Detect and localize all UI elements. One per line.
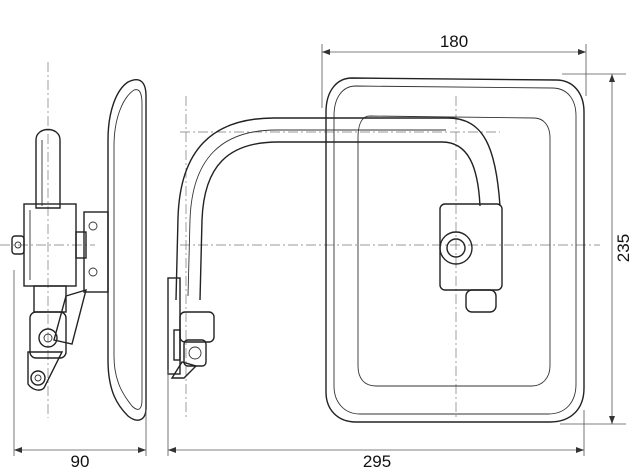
side-lower-joint-hole (43, 333, 53, 343)
side-foot-bracket (27, 351, 64, 391)
dim-top-label-bg (428, 28, 480, 50)
front-mirror-mount-block (439, 203, 503, 291)
dim-right-label-bg (613, 222, 635, 274)
dim-top-arrow-left (322, 49, 330, 55)
side-lower-joint (29, 311, 67, 359)
side-clamp-screw (11, 235, 25, 255)
dim-top-label: 180 (440, 32, 468, 51)
front-mount-ring-inner (446, 238, 466, 258)
dim-right-label: 235 (614, 234, 633, 262)
front-base-joint (183, 339, 207, 367)
dim-side-label: 90 (71, 452, 90, 470)
dim-front-height: 235 (560, 73, 635, 425)
side-foot-eye-hole (34, 374, 42, 382)
side-foot-eye (30, 370, 46, 386)
side-view (0, 62, 147, 421)
front-base-rib (173, 329, 181, 361)
dim-bottom-label: 295 (363, 452, 391, 470)
front-arm-tube-outer (175, 117, 501, 301)
front-mount-nut (465, 289, 497, 313)
side-arm-tube (35, 128, 61, 209)
side-lower-tube (33, 285, 67, 313)
front-base-foot (170, 361, 198, 379)
dim-bottom-arrow-right (576, 447, 584, 453)
side-mirror-shell-inner (113, 89, 143, 410)
side-plate-bolt-top (88, 221, 98, 231)
mirror-frame-outer (325, 77, 585, 423)
front-view (167, 77, 600, 423)
dim-front-width: 180 (321, 28, 587, 108)
front-arm-tube-hl (187, 129, 446, 297)
side-angled-bracket (53, 288, 87, 345)
dim-bottom-label-bg (352, 451, 402, 470)
dim-right-arrow-top (609, 74, 615, 82)
dim-top-arrow-right (578, 49, 586, 55)
side-clamp-screw-head (14, 241, 22, 249)
mirror-glass (357, 115, 551, 387)
dim-right-arrow-bottom (609, 416, 615, 424)
dim-front-length: 295 (167, 370, 585, 471)
side-lower-joint-ring (38, 328, 58, 348)
side-mirror-shell (107, 78, 147, 421)
front-base-joint-ring (188, 346, 202, 360)
side-mount-plate (83, 211, 109, 293)
dim-side-arrow-left (14, 447, 22, 453)
front-mount-ring-outer (439, 231, 473, 265)
mirror-frame-inner (333, 85, 577, 415)
dim-side-arrow-right (138, 447, 146, 453)
side-plate-bolt-bottom (88, 267, 98, 277)
dim-side-label-bg (58, 451, 102, 470)
front-arm-tube-inner (199, 141, 481, 301)
dim-side-depth: 90 (13, 270, 147, 471)
front-base-clamp (179, 311, 215, 343)
dim-bottom-arrow-left (168, 447, 176, 453)
side-clamp-neck (75, 231, 87, 259)
